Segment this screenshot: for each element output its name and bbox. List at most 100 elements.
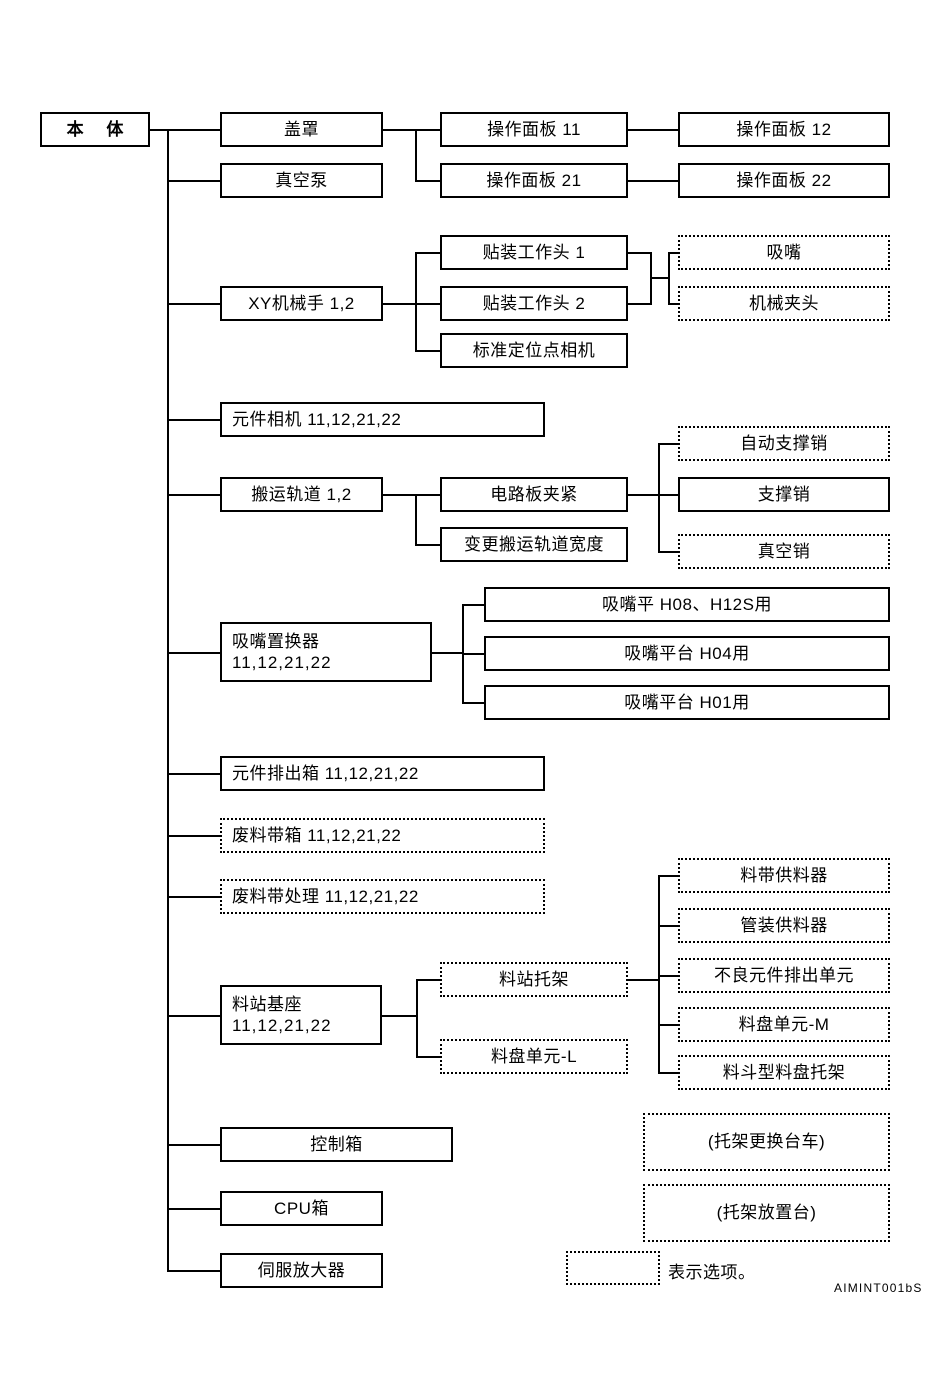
connector-head2-out xyxy=(628,303,652,305)
node-part-discharge-box[interactable]: 元件排出箱 11,12,21,22 xyxy=(220,756,545,791)
node-feeder-base-label-line1: 料站基座 xyxy=(232,994,302,1014)
connector-bus-to-station-h04 xyxy=(462,653,484,655)
node-op-panel-12[interactable]: 操作面板 12 xyxy=(678,112,890,147)
connector-bus-to-width-change xyxy=(415,544,440,546)
node-conveyor-rail[interactable]: 搬运轨道 1,2 xyxy=(220,477,383,512)
connector-spine-to-nozzle-changer xyxy=(167,652,220,654)
node-hopper-tray-pallet[interactable]: 料斗型料盘托架 xyxy=(678,1055,890,1090)
connector-spine-to-xy-robot xyxy=(167,303,220,305)
connector-spine-to-part-discharge xyxy=(167,773,220,775)
node-nozzle-changer-label-line2: 11,12,21,22 xyxy=(232,653,332,672)
node-vacuum-pump[interactable]: 真空泵 xyxy=(220,163,383,198)
connector-spine-to-cpu-box xyxy=(167,1208,220,1210)
node-nozzle-station-h08[interactable]: 吸嘴平 H08、H12S用 xyxy=(484,587,890,622)
connector-bus-to-stick-feeder xyxy=(658,925,678,927)
node-fiducial-camera[interactable]: 标准定位点相机 xyxy=(440,333,628,368)
node-xy-robot[interactable]: XY机械手 1,2 xyxy=(220,286,383,321)
connector-bus-to-chuck xyxy=(668,303,678,305)
node-op-panel-22[interactable]: 操作面板 22 xyxy=(678,163,890,198)
node-nozzle-station-h01[interactable]: 吸嘴平台 H01用 xyxy=(484,685,890,720)
connector-spine-to-control-box xyxy=(167,1144,220,1146)
connector-bus-to-feeder-pallet xyxy=(416,979,440,981)
node-cpu-box[interactable]: CPU箱 xyxy=(220,1191,383,1226)
connector-conveyor-bus xyxy=(415,494,417,545)
node-waste-tape-box[interactable]: 废料带箱 11,12,21,22 xyxy=(220,818,545,853)
connector-head-bus xyxy=(415,252,417,351)
connector-bus-to-reject-unit xyxy=(658,975,678,977)
connector-spine-to-waste-process xyxy=(167,896,220,898)
connector-bus-to-head2 xyxy=(415,303,440,305)
connector-feeder-option-bus xyxy=(658,875,660,1073)
connector-pin-bus xyxy=(658,443,660,553)
node-feeder-base[interactable]: 料站基座 11,12,21,22 xyxy=(220,985,382,1045)
node-auto-support-pin[interactable]: 自动支撑销 xyxy=(678,426,890,461)
connector-spine-to-cover xyxy=(167,129,220,131)
node-waste-tape-process[interactable]: 废料带处理 11,12,21,22 xyxy=(220,879,545,914)
connector-panel11-to-panel12 xyxy=(628,129,678,131)
node-servo-amplifier[interactable]: 伺服放大器 xyxy=(220,1253,383,1288)
node-control-box[interactable]: 控制箱 xyxy=(220,1127,453,1162)
node-feeder-pallet[interactable]: 料站托架 xyxy=(440,962,628,997)
node-root[interactable]: 本 体 xyxy=(40,112,150,147)
node-tape-feeder[interactable]: 料带供料器 xyxy=(678,858,890,893)
connector-nozzle-chuck-bus xyxy=(668,252,670,304)
node-head-2[interactable]: 贴装工作头 2 xyxy=(440,286,628,321)
node-nozzle-changer-label-line1: 吸嘴置换器 xyxy=(232,631,320,651)
node-tray-unit-m[interactable]: 料盘单元-M xyxy=(678,1007,890,1042)
connector-main-spine xyxy=(167,129,169,1271)
legend-option-symbol xyxy=(566,1251,660,1285)
connector-spine-to-servo-amp xyxy=(167,1270,220,1272)
connector-spine-to-conveyor xyxy=(167,494,220,496)
connector-bus-to-tray-unit-m xyxy=(658,1024,678,1026)
node-support-pin[interactable]: 支撑销 xyxy=(678,477,890,512)
connector-spine-to-feeder-base xyxy=(167,1015,220,1017)
connector-nozzle-changer-out xyxy=(432,652,464,654)
node-nozzle-station-h04[interactable]: 吸嘴平台 H04用 xyxy=(484,636,890,671)
node-feeder-base-label-line2: 11,12,21,22 xyxy=(232,1016,332,1035)
connector-spine-to-part-camera xyxy=(167,419,220,421)
node-rail-width-change[interactable]: 变更搬运轨道宽度 xyxy=(440,527,628,562)
node-cover[interactable]: 盖罩 xyxy=(220,112,383,147)
node-nozzle-changer[interactable]: 吸嘴置换器 11,12,21,22 xyxy=(220,622,432,682)
node-op-panel-21[interactable]: 操作面板 21 xyxy=(440,163,628,198)
connector-bus-to-fiducial-camera xyxy=(415,350,440,352)
connector-bus-to-board-clamp xyxy=(415,494,440,496)
connector-bus-to-hopper-pallet xyxy=(658,1072,678,1074)
node-board-clamp[interactable]: 电路板夹紧 xyxy=(440,477,628,512)
connector-merge-link xyxy=(650,277,669,279)
connector-bus-to-auto-support-pin xyxy=(658,443,678,445)
connector-bus-to-station-h08 xyxy=(462,604,484,606)
connector-spine-to-vacuum-pump xyxy=(167,180,220,182)
connector-bus-to-station-h01 xyxy=(462,702,484,704)
node-mechanical-chuck[interactable]: 机械夹头 xyxy=(678,286,890,321)
connector-xyrobot-out xyxy=(383,303,417,305)
connector-bus-to-panel11 xyxy=(415,129,440,131)
node-vacuum-pin[interactable]: 真空销 xyxy=(678,534,890,569)
connector-panel21-to-panel22 xyxy=(628,180,678,182)
node-pallet-stand[interactable]: (托架放置台) xyxy=(643,1184,890,1242)
node-head-1[interactable]: 贴装工作头 1 xyxy=(440,235,628,270)
node-reject-unit[interactable]: 不良元件排出单元 xyxy=(678,958,890,993)
connector-head1-out xyxy=(628,252,652,254)
node-op-panel-11[interactable]: 操作面板 11 xyxy=(440,112,628,147)
connector-bus-to-head1 xyxy=(415,252,440,254)
connector-bus-to-vacuum-pin xyxy=(658,551,678,553)
connector-bus-to-panel21 xyxy=(415,180,440,182)
connector-clamp-out xyxy=(628,494,660,496)
node-part-camera[interactable]: 元件相机 11,12,21,22 xyxy=(220,402,545,437)
connector-feeder-base-out xyxy=(382,1015,418,1017)
connector-spine-to-waste-box xyxy=(167,835,220,837)
connector-panel-bus xyxy=(415,129,417,181)
figure-reference-code: AIMINT001bS xyxy=(834,1281,923,1295)
node-nozzle[interactable]: 吸嘴 xyxy=(678,235,890,270)
node-pallet-exchange-cart[interactable]: (托架更换台车) xyxy=(643,1113,890,1171)
node-tray-unit-l[interactable]: 料盘单元-L xyxy=(440,1039,628,1074)
connector-bus-to-tape-feeder xyxy=(658,875,678,877)
connector-feeder-bus xyxy=(416,979,418,1058)
node-stick-feeder[interactable]: 管装供料器 xyxy=(678,908,890,943)
connector-bus-to-nozzle xyxy=(668,252,678,254)
connector-bus-to-tray-unit-l xyxy=(416,1056,440,1058)
connector-bus-to-support-pin xyxy=(658,494,678,496)
connector-conveyor-out xyxy=(383,494,417,496)
